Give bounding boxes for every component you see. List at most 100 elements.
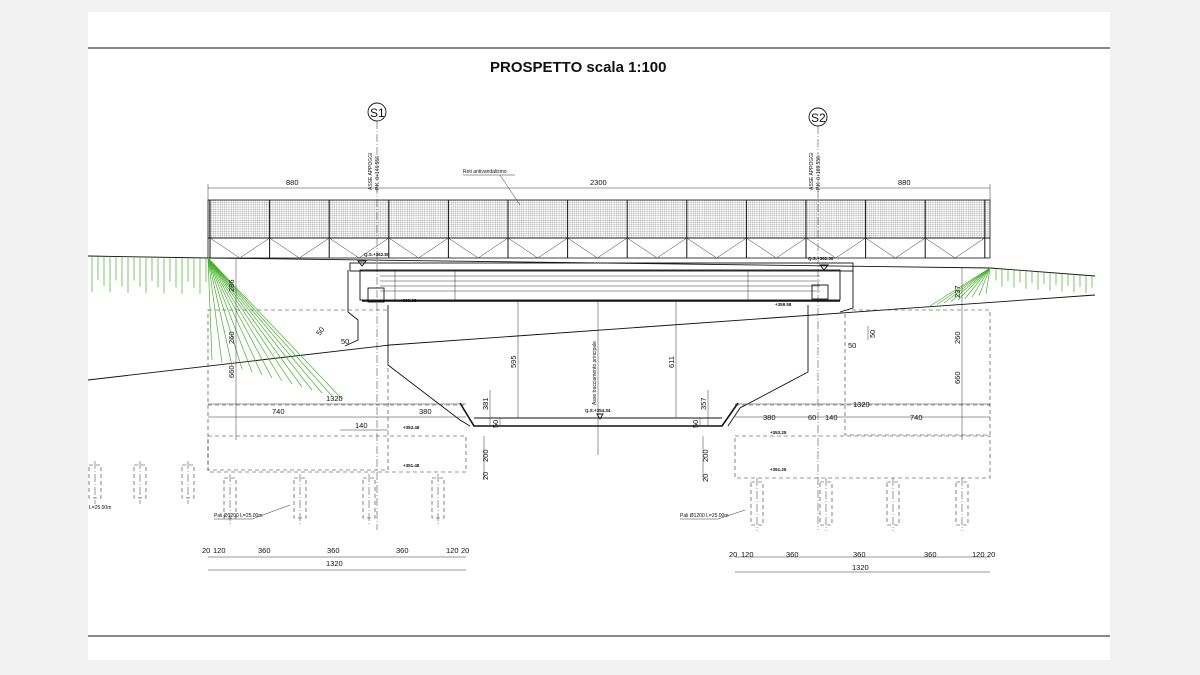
- net-brace: [478, 237, 509, 259]
- axis-s1-id: S1: [370, 106, 385, 120]
- pile-dim-left-a: 20: [202, 546, 210, 555]
- net-brace: [686, 237, 717, 259]
- pile-dim-right-b: 120: [741, 550, 754, 559]
- net-brace: [865, 237, 896, 259]
- net-brace: [925, 237, 956, 259]
- net-brace: [209, 237, 240, 259]
- net-brace: [358, 237, 389, 259]
- net-brace: [269, 237, 300, 259]
- dim-left-380: 380: [419, 407, 432, 416]
- elev-found-right-top: +353.25: [770, 430, 787, 435]
- sheet-frame: [88, 47, 1110, 637]
- net-brace: [597, 237, 628, 259]
- slope-fan-line: [985, 267, 991, 295]
- dim-top-right: 880: [898, 178, 911, 187]
- axis-s2-id: S2: [811, 111, 826, 125]
- center-vertical-dims: 595 611 Asse tracciamento principale 381…: [481, 301, 709, 455]
- pile-dim-right-total: 1320: [852, 563, 869, 572]
- net-brace: [746, 237, 777, 259]
- pile-dim-left-e: 360: [396, 546, 409, 555]
- dim-right-237: 237: [953, 285, 962, 298]
- slope-fan-line: [950, 267, 991, 302]
- net-brace: [329, 237, 360, 259]
- slope-fan-line: [207, 257, 273, 379]
- pile-dims-left: 20 120 360 360 360 120 20 1320: [202, 546, 469, 571]
- net-brace: [716, 237, 747, 259]
- dim-left-1320: 1320: [326, 394, 343, 403]
- elev-found-left-bot: +351.48: [403, 463, 420, 468]
- slope-fan-line: [964, 267, 991, 299]
- dim-611: 611: [667, 356, 676, 368]
- elev-deck-left: Q.S.+362.80: [364, 252, 390, 257]
- dim-right-660: 660: [953, 371, 962, 384]
- left-vertical-dims: 286 260 660 50 50: [227, 258, 349, 440]
- slope-fan-line: [207, 257, 343, 400]
- dim-top-center: 2300: [590, 178, 607, 187]
- dim-595: 595: [509, 355, 518, 368]
- axis-marker-s2: S2 ASSE APPOGGI P.K. 0+169.556: [808, 107, 828, 530]
- dim-200-left: 200: [481, 449, 490, 462]
- net-brace: [627, 237, 658, 259]
- piles-far-left: [88, 461, 195, 504]
- dim-50b: 50: [691, 420, 700, 428]
- pile-dims-right: 20 120 360 360 360 120 20 1320: [729, 550, 995, 573]
- pali-left-label: Pali Ø1200 L=25.00m: [214, 513, 263, 519]
- dim-left-740: 740: [272, 407, 285, 416]
- dim-20-left-a: 20: [481, 472, 490, 480]
- slope-fan-line: [957, 267, 991, 301]
- foundation-outlines: [207, 309, 991, 479]
- pile-dim-right-a: 20: [729, 550, 737, 559]
- elev-channel: Q.S.+354.34: [585, 408, 611, 413]
- slope-fan-line: [207, 257, 233, 367]
- slope-fan-line: [978, 267, 991, 296]
- dim-right-1320: 1320: [853, 400, 870, 409]
- net-brace: [954, 237, 985, 259]
- right-horizontal-dims: 1320 380 60 140 740: [735, 400, 990, 422]
- net-brace: [895, 237, 926, 259]
- bridge-elevation-drawing: PROSPETTO scala 1:100 S1 ASSE APPOGGI P.…: [88, 47, 1110, 637]
- net-brace: [776, 237, 807, 259]
- slope-fan-line: [207, 257, 323, 394]
- slope-fan-line: [207, 257, 283, 382]
- net-brace: [388, 237, 419, 259]
- axis-s2-label2: P.K. 0+169.556: [816, 156, 822, 190]
- net-brace: [537, 237, 568, 259]
- net-brace: [299, 237, 330, 259]
- pile-dim-left-f: 120: [446, 546, 459, 555]
- dim-right-50: 50: [868, 330, 877, 338]
- axis-s1-label1: ASSE APPOGGI: [368, 152, 374, 190]
- elev-soffit-right: +359.58: [775, 302, 792, 307]
- pile-dim-left-total: 1320: [326, 559, 343, 568]
- elev-soffit-left: +360.08: [400, 298, 417, 303]
- net-brace: [507, 237, 538, 259]
- pile-dim-left-b: 120: [213, 546, 226, 555]
- net-brace: [656, 237, 687, 259]
- net-brace: [239, 237, 270, 259]
- pile-dim-right-d: 360: [853, 550, 866, 559]
- dim-right-260: 260: [953, 331, 962, 344]
- slope-fan-line: [207, 257, 253, 373]
- drawing-title: PROSPETTO scala 1:100: [490, 59, 666, 76]
- dim-right-60: 60: [808, 413, 816, 422]
- slope-fan-line: [207, 257, 303, 388]
- dim-left-140: 140: [355, 421, 368, 430]
- slope-fan-line: [936, 267, 991, 305]
- dim-right-140: 140: [825, 413, 838, 422]
- axis-marker-s1: S1 ASSE APPOGGI P.K. 0+146.556: [367, 102, 387, 530]
- pile-dim-right-e: 360: [924, 550, 937, 559]
- axis-s1-label2: P.K. 0+146.556: [375, 156, 381, 190]
- dim-right-740: 740: [910, 413, 923, 422]
- slope-fan-line: [207, 257, 263, 376]
- abutment-right: [727, 270, 854, 427]
- left-horizontal-dims: 1320 740 380 140: [208, 394, 466, 431]
- dim-left-50d: 50: [341, 337, 349, 346]
- slope-fan-line: [207, 257, 213, 361]
- reti-label: Reti antivandalismo: [463, 169, 507, 175]
- elev-found-right-bot: +351.25: [770, 467, 787, 472]
- net-brace: [448, 237, 479, 259]
- pile-dim-right-c: 360: [786, 550, 799, 559]
- pile-dim-right-f: 120: [972, 550, 985, 559]
- dim-top-left: 880: [286, 178, 299, 187]
- dim-left-50c: 50: [314, 325, 326, 337]
- foundation-height-dims: 200 20 200 20: [481, 436, 710, 482]
